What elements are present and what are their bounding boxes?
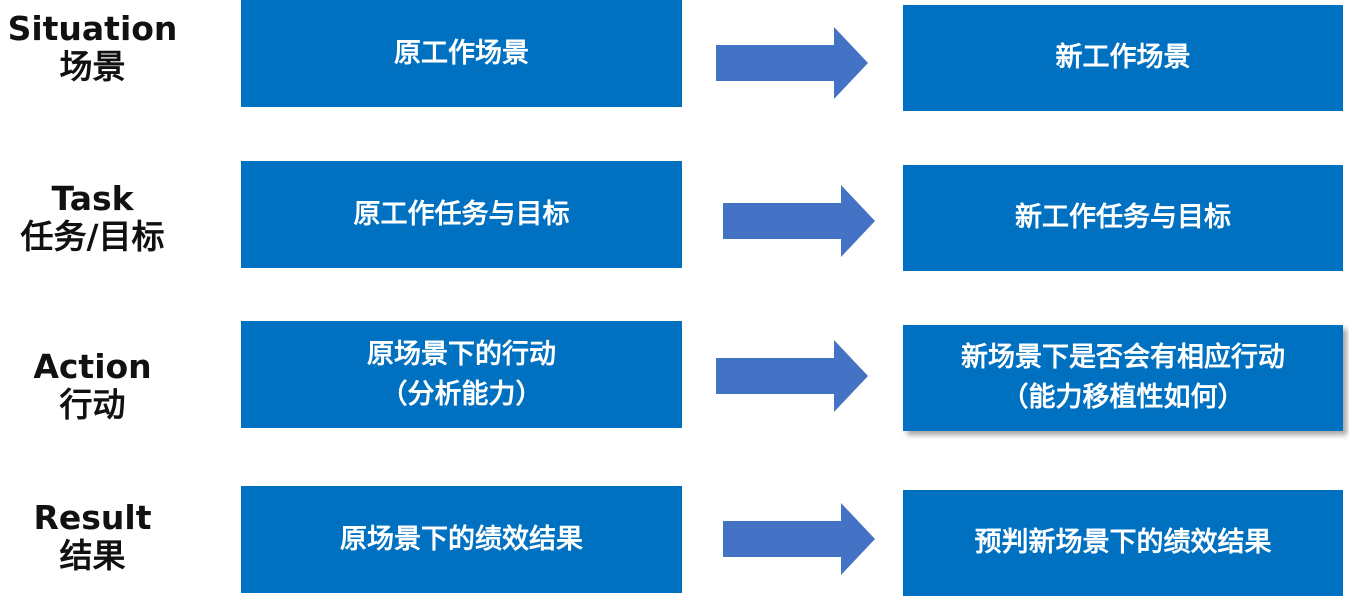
box-line: 预判新场景下的绩效结果 [974, 527, 1272, 558]
row-label-cn: 任务/目标 [20, 217, 165, 256]
new-situation-box: 新工作场景 [903, 5, 1343, 111]
box-line: （能力移植性如何） [1001, 382, 1245, 413]
right-arrow-icon [723, 185, 875, 257]
new-action-box: 新场景下是否会有相应行动 （能力移植性如何） [903, 325, 1343, 431]
row-label-en: Result [33, 498, 152, 537]
row-label-en: Task [51, 179, 134, 218]
box-line: 新场景下是否会有相应行动 [961, 342, 1285, 373]
row-label-cn: 结果 [59, 536, 126, 575]
row-label-result: Result 结果 [0, 499, 185, 575]
box-line: 新工作任务与目标 [1015, 202, 1231, 233]
row-label-action: Action 行动 [0, 348, 185, 424]
original-task-box: 原工作任务与目标 [241, 161, 682, 268]
box-line: 新工作场景 [1055, 42, 1191, 73]
right-arrow-icon [723, 503, 875, 575]
row-label-cn: 行动 [59, 385, 126, 424]
row-label-en: Action [33, 347, 152, 386]
new-task-box: 新工作任务与目标 [903, 165, 1343, 271]
right-arrow-icon [716, 27, 868, 99]
original-action-box: 原场景下的行动 （分析能力） [241, 321, 682, 428]
box-line: 原场景下的绩效结果 [340, 523, 583, 555]
row-label-task: Task 任务/目标 [0, 180, 185, 256]
box-line: 原工作场景 [394, 37, 529, 69]
row-label-en: Situation [7, 9, 178, 48]
box-line: 原场景下的行动 [367, 338, 556, 370]
row-label-cn: 场景 [59, 47, 126, 86]
box-line: （分析能力） [380, 378, 543, 410]
original-situation-box: 原工作场景 [241, 0, 682, 107]
original-result-box: 原场景下的绩效结果 [241, 486, 682, 593]
row-label-situation: Situation 场景 [0, 10, 185, 86]
right-arrow-icon [716, 340, 868, 412]
box-line: 原工作任务与目标 [353, 198, 570, 230]
new-result-box: 预判新场景下的绩效结果 [903, 490, 1343, 596]
